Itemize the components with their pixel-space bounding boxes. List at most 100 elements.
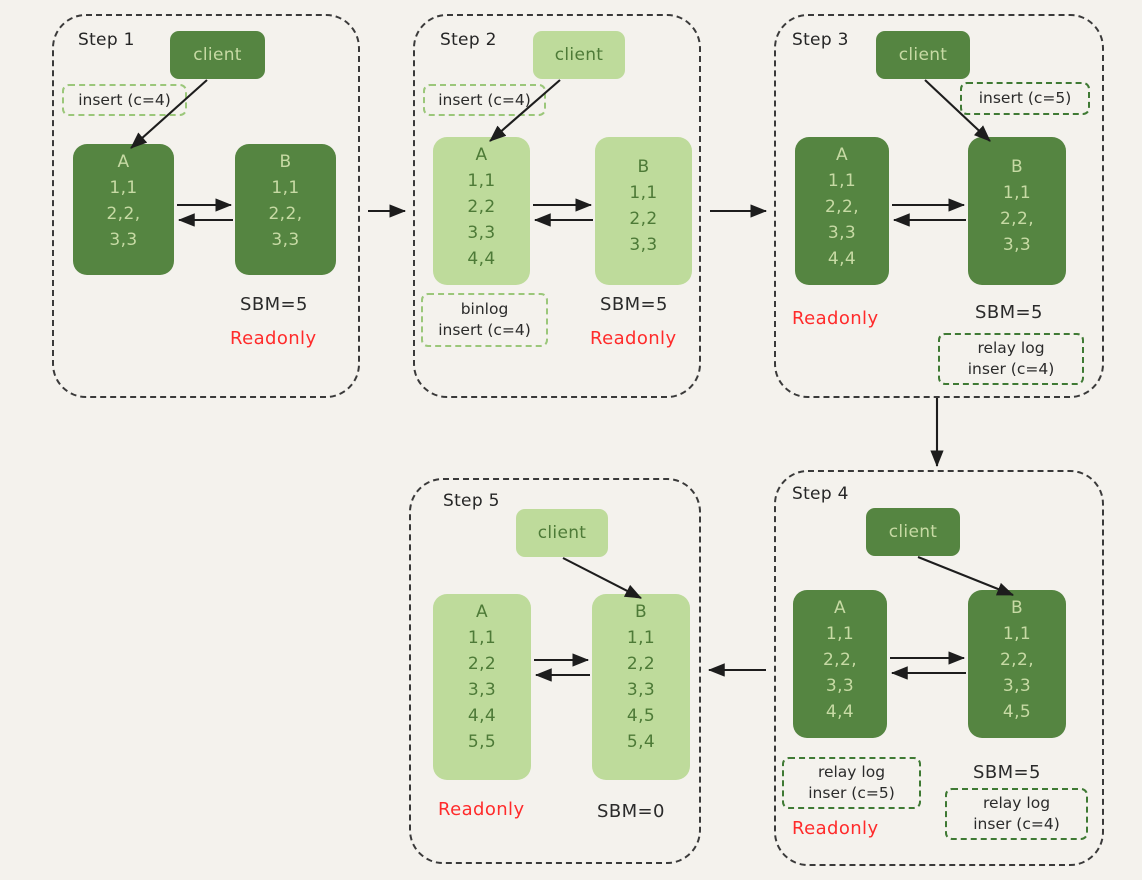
panel-step5 — [409, 478, 701, 864]
step3-insert-line-1: insert (c=5) — [978, 89, 1072, 108]
step4-node-a-title: A — [833, 598, 847, 618]
step3-node-a-row-1: 1,1 — [827, 171, 857, 191]
panel-step3 — [774, 14, 1104, 398]
step2-readonly: Readonly — [590, 328, 677, 349]
step1-node-a-row-2: 2,2, — [106, 204, 141, 224]
step1-node-b-row-2: 2,2, — [268, 204, 303, 224]
step5-sbm: SBM=0 — [597, 801, 665, 822]
step2-node-a-row-2: 2,2 — [467, 197, 496, 217]
step4-title: Step 4 — [792, 484, 849, 504]
step5-node-b-row-4: 4,5 — [626, 706, 656, 726]
step5-node-a-row-5: 5,5 — [467, 732, 497, 752]
step5-node-a: A 1,1 2,2 3,3 4,4 5,5 — [433, 594, 531, 780]
step4-node-a-row-4: 4,4 — [825, 702, 855, 722]
step5-readonly: Readonly — [438, 799, 525, 820]
step4-relay-b-line-2: inser (c=4) — [973, 815, 1060, 833]
step2-node-b-row-3: 3,3 — [629, 235, 658, 255]
step3-node-b-row-1: 1,1 — [1002, 183, 1032, 203]
step2-binlog-line-2: insert (c=4) — [438, 321, 531, 339]
step2-sbm: SBM=5 — [600, 294, 668, 315]
step5-node-b-row-1: 1,1 — [626, 628, 656, 648]
step2-node-b: B 1,1 2,2 3,3 — [595, 137, 692, 285]
step1-readonly: Readonly — [230, 328, 317, 349]
step1-client-box: client — [170, 31, 265, 79]
step4-node-a-row-3: 3,3 — [825, 676, 855, 696]
step3-relay-b-line-1: relay log — [977, 339, 1045, 358]
step1-client-label: client — [193, 45, 242, 65]
step1-sbm: SBM=5 — [240, 294, 308, 315]
step5-node-a-row-4: 4,4 — [467, 706, 497, 726]
step4-relay-b-line-1: relay log — [982, 794, 1051, 813]
panel-step4 — [774, 470, 1104, 866]
step2-node-a-row-3: 3,3 — [467, 223, 496, 243]
step2-insert-line-1: insert (c=4) — [438, 90, 531, 109]
step3-relay-tag-b: relay log inser (c=4) — [938, 333, 1084, 385]
step3-node-a-row-2: 2,2, — [824, 197, 860, 217]
step3-insert-tag: insert (c=5) — [960, 82, 1090, 115]
step3-node-b-row-2: 2,2, — [999, 209, 1035, 229]
step4-node-b-row-2: 2,2, — [999, 650, 1035, 670]
step3-node-a: A 1,1 2,2, 3,3 4,4 — [795, 137, 889, 285]
step3-sbm: SBM=5 — [975, 302, 1043, 323]
step4-relay-a-line-1: relay log — [817, 763, 886, 782]
step2-binlog-line-1: binlog — [460, 300, 509, 319]
step3-node-a-row-3: 3,3 — [827, 223, 857, 243]
step3-node-a-row-4: 4,4 — [827, 249, 857, 269]
step1-node-a-row-3: 3,3 — [109, 230, 138, 250]
step3-readonly: Readonly — [792, 308, 879, 329]
step4-node-b-title: B — [1010, 598, 1024, 618]
step1-node-b-row-3: 3,3 — [271, 230, 300, 250]
step1-insert-tag: insert (c=4) — [62, 84, 187, 116]
step3-client-label: client — [898, 45, 948, 65]
step1-title: Step 1 — [78, 30, 135, 50]
step4-node-a: A 1,1 2,2, 3,3 4,4 — [793, 590, 887, 738]
step4-sbm: SBM=5 — [973, 762, 1041, 783]
step4-relay-tag-a: relay log inser (c=5) — [782, 757, 921, 809]
step5-node-b-row-2: 2,2 — [626, 654, 656, 674]
step1-node-b-title: B — [279, 152, 292, 172]
step3-node-a-title: A — [835, 145, 849, 165]
step2-node-a: A 1,1 2,2 3,3 4,4 — [433, 137, 530, 285]
step2-node-a-title: A — [475, 145, 488, 165]
step5-title: Step 5 — [443, 491, 500, 511]
step2-title: Step 2 — [440, 30, 497, 50]
step4-node-a-row-1: 1,1 — [825, 624, 855, 644]
step5-node-b: B 1,1 2,2 3,3 4,5 5,4 — [592, 594, 690, 780]
step1-node-a-row-1: 1,1 — [109, 178, 138, 198]
step4-node-b-row-1: 1,1 — [1002, 624, 1032, 644]
step4-node-b-row-3: 3,3 — [1002, 676, 1032, 696]
step2-node-b-row-2: 2,2 — [629, 209, 658, 229]
step1-node-a: A 1,1 2,2, 3,3 — [73, 144, 174, 275]
step5-node-a-row-3: 3,3 — [467, 680, 497, 700]
step2-node-a-row-1: 1,1 — [467, 171, 496, 191]
step2-client-label: client — [554, 45, 604, 65]
step3-node-b-title: B — [1010, 157, 1024, 177]
step4-readonly: Readonly — [792, 818, 879, 839]
step5-node-a-row-1: 1,1 — [467, 628, 497, 648]
step3-node-b: B 1,1 2,2, 3,3 — [968, 137, 1066, 285]
step5-client-box: client — [516, 509, 608, 557]
step4-relay-a-line-2: inser (c=5) — [808, 784, 895, 802]
step2-binlog-tag: binlog insert (c=4) — [421, 293, 548, 347]
step5-node-b-row-5: 5,4 — [626, 732, 656, 752]
panel-step2 — [413, 14, 701, 398]
panel-step1 — [52, 14, 360, 398]
step2-node-b-row-1: 1,1 — [629, 183, 658, 203]
step5-node-b-row-3: 3,3 — [626, 680, 656, 700]
step3-relay-b-line-2: inser (c=4) — [967, 360, 1055, 378]
step5-node-a-row-2: 2,2 — [467, 654, 497, 674]
step4-client-label: client — [888, 522, 938, 542]
step4-node-b-row-4: 4,5 — [1002, 702, 1032, 722]
step5-client-label: client — [537, 523, 587, 543]
step2-insert-tag: insert (c=4) — [423, 84, 546, 116]
step4-relay-tag-b: relay log inser (c=4) — [945, 788, 1088, 840]
step3-client-box: client — [876, 31, 970, 79]
step4-node-a-row-2: 2,2, — [822, 650, 858, 670]
step1-node-b-row-1: 1,1 — [271, 178, 300, 198]
step2-node-b-title: B — [637, 157, 650, 177]
step3-title: Step 3 — [792, 30, 849, 50]
step5-node-b-title: B — [634, 602, 648, 622]
step4-node-b: B 1,1 2,2, 3,3 4,5 — [968, 590, 1066, 738]
step2-node-a-row-4: 4,4 — [467, 249, 496, 269]
